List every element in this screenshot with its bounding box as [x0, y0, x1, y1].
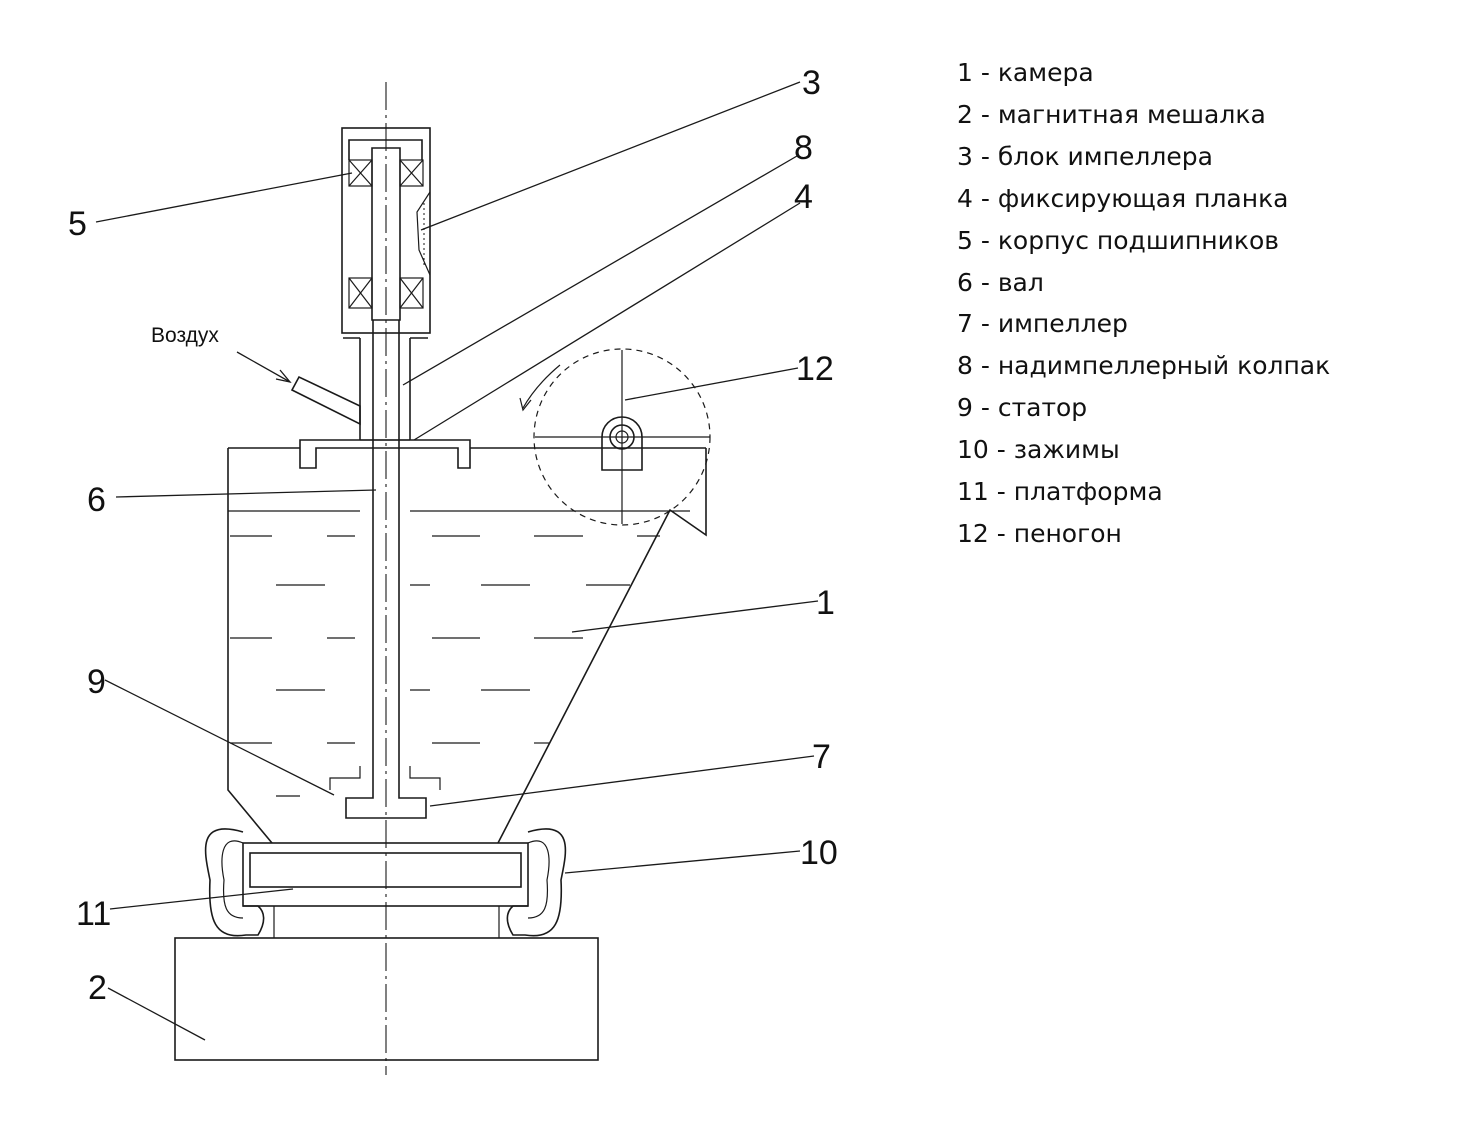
- stator: [329, 766, 441, 790]
- chamber: [227, 447, 707, 844]
- defoamer: [519, 348, 711, 526]
- callout-8: 8: [794, 129, 813, 167]
- callout-12: 12: [796, 350, 834, 388]
- legend-item: 11 - платформа: [957, 477, 1163, 507]
- legend-item: 2 - магнитная мешалка: [957, 99, 1266, 129]
- impeller: [345, 788, 427, 819]
- callout-1: 1: [816, 584, 835, 622]
- clamps: [204, 828, 567, 937]
- callout-9: 9: [87, 663, 106, 701]
- legend-item: 7 - импеллер: [957, 309, 1128, 339]
- legend-item: 1 - камера: [957, 58, 1094, 87]
- callout-3: 3: [802, 64, 821, 102]
- legend-item: 4 - фиксирующая планка: [957, 183, 1289, 213]
- legend: 1 - камера 2 - магнитная мешалка 3 - бло…: [957, 52, 1330, 555]
- liquid-level-marks: [230, 535, 660, 797]
- platform: [242, 842, 529, 938]
- legend-item: 9 - статор: [957, 393, 1088, 423]
- callout-4: 4: [794, 178, 813, 216]
- impeller-hood: [290, 337, 428, 440]
- callout-10: 10: [800, 834, 838, 872]
- legend-item: 6 - вал: [957, 267, 1044, 297]
- legend-item: 8 - надимпеллерный колпак: [957, 351, 1331, 381]
- legend-item: 3 - блок импеллера: [957, 141, 1213, 171]
- magnetic-stirrer: [174, 937, 599, 1061]
- legend-item: 5 - корпус подшипников: [957, 225, 1280, 255]
- fixing-bar: [299, 439, 471, 469]
- impeller-block: [341, 127, 431, 334]
- air-label: Воздух: [151, 324, 219, 347]
- callout-5: 5: [68, 205, 87, 243]
- legend-item: 12 - пеногон: [957, 518, 1122, 548]
- callout-7: 7: [812, 738, 831, 776]
- callout-6: 6: [87, 481, 106, 519]
- callout-2: 2: [88, 969, 107, 1007]
- callout-11: 11: [76, 895, 111, 933]
- shaft: [372, 320, 400, 788]
- leader-lines: [95, 81, 819, 1041]
- legend-item: 10 - зажимы: [957, 435, 1120, 465]
